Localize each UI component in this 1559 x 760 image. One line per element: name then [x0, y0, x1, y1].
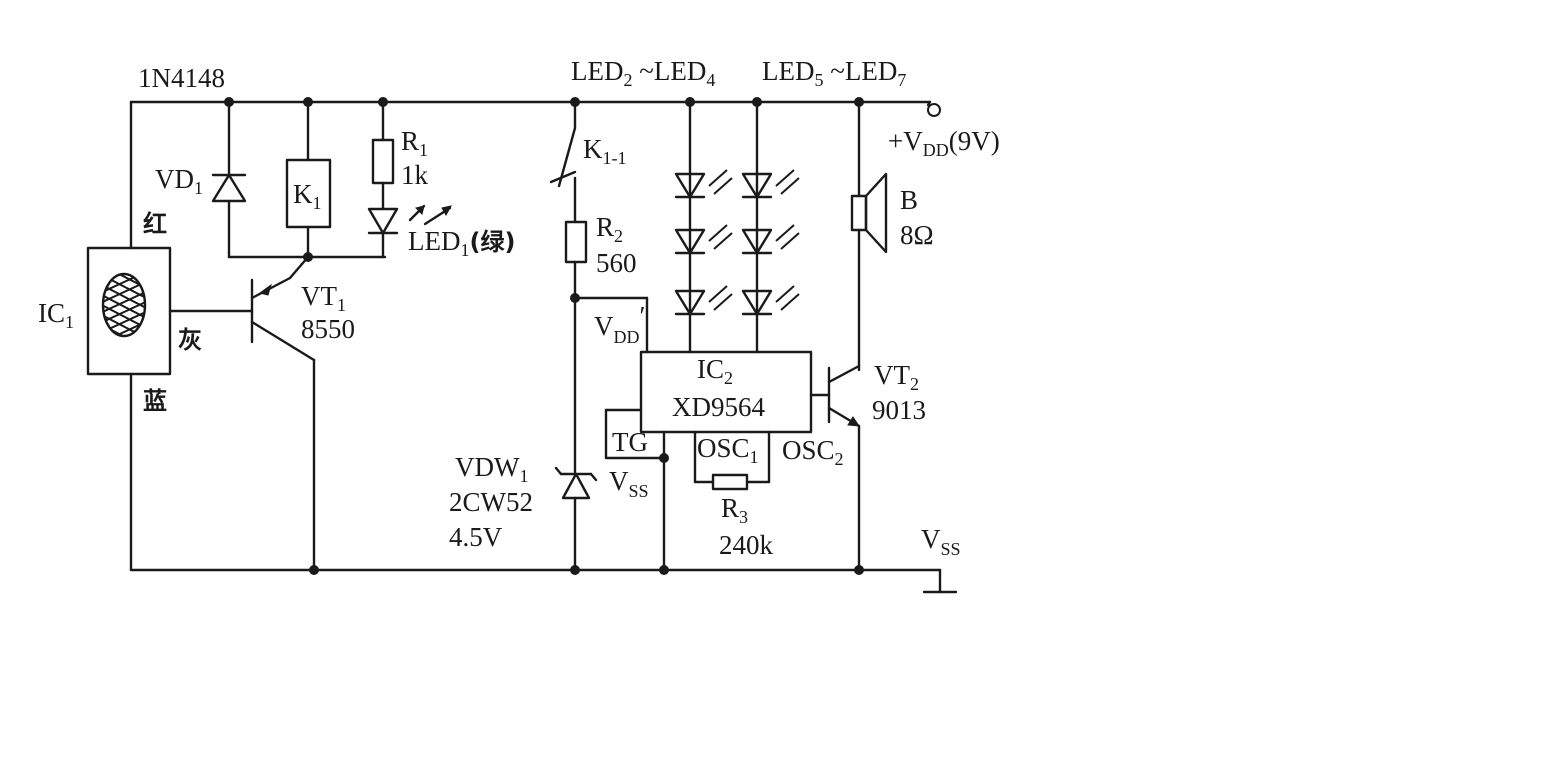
label-vdw1-part: 2CW52: [449, 487, 533, 517]
vdd-terminal: [927, 103, 941, 117]
led1-diode: [367, 204, 452, 235]
label-k1: K1: [293, 179, 322, 213]
label-osc1: OSC1: [697, 433, 759, 467]
label-r2-value: 560: [596, 248, 637, 278]
label-red-wire: 红: [143, 210, 167, 238]
led2-4-string: [674, 169, 733, 316]
label-1n4148: 1N4148: [138, 63, 225, 93]
label-vdw1: VDW1: [455, 452, 528, 486]
label-r1-value: 1k: [401, 160, 429, 190]
label-vdw1-voltage: 4.5V: [449, 522, 503, 552]
label-vdd-supply: +VDD(9V): [888, 126, 1000, 160]
label-vt1: VT1: [301, 281, 346, 315]
ground-icon: [922, 568, 958, 594]
label-blue-wire: 蓝: [143, 387, 167, 415]
r2-resistor: [564, 220, 588, 264]
label-speaker: B: [900, 185, 918, 215]
label-speaker-value: 8Ω: [900, 220, 934, 250]
label-r3: R3: [721, 493, 748, 527]
label-osc2: OSC2: [782, 435, 844, 469]
label-vd1: VD1: [155, 164, 203, 198]
vt1-transistor: [250, 276, 316, 362]
label-grey-wire: 灰: [178, 326, 202, 354]
label-k1-1: K1-1: [583, 134, 627, 168]
ic1-sensor: [86, 246, 172, 376]
r1-resistor: [371, 138, 395, 185]
label-led1: LED1(绿): [408, 226, 515, 260]
label-r1: R1: [401, 126, 428, 160]
label-r3-value: 240k: [719, 530, 774, 560]
label-vt1-part: 8550: [301, 314, 355, 344]
junction-dots: [224, 97, 864, 575]
label-vt2-part: 9013: [872, 395, 926, 425]
ic2-chip: [639, 350, 813, 434]
label-ic2-part: XD9564: [672, 392, 765, 422]
label-vss-pin: VSS: [609, 466, 649, 501]
k1-1-switch-contact: [549, 126, 577, 188]
vd1-diode: [211, 173, 247, 203]
label-led5-led7: LED5 ~LED7: [762, 56, 906, 90]
label-vdd-prime: VDD′: [594, 301, 645, 347]
label-ic2: IC2: [697, 354, 733, 388]
label-r2: R2: [596, 212, 623, 246]
vt2-transistor: [827, 364, 861, 428]
label-vss-ground: VSS: [921, 524, 961, 559]
speaker-icon: [850, 172, 888, 254]
led5-7-string: [741, 169, 800, 316]
label-vt2: VT2: [874, 360, 919, 394]
label-led2-led4: LED2 ~LED4: [571, 56, 715, 90]
label-ic1: IC1: [38, 298, 74, 332]
r3-resistor: [711, 473, 749, 491]
label-tg: TG: [612, 427, 648, 457]
